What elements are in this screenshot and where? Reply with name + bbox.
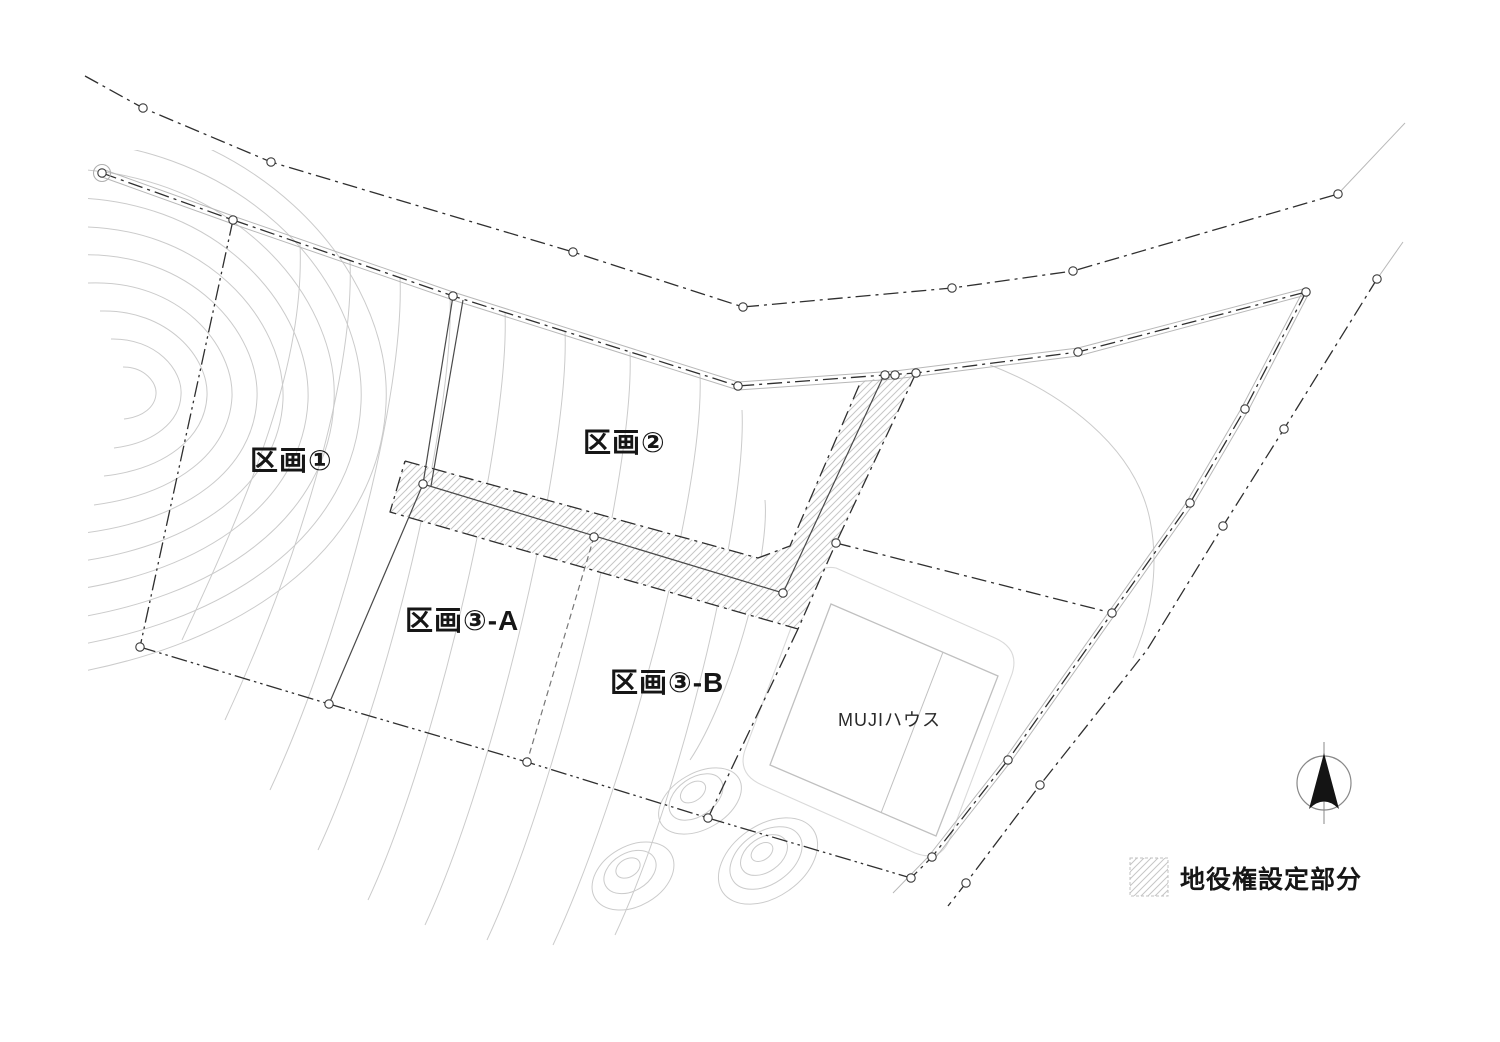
east-road-near-boundary: [910, 291, 1307, 879]
survey-point-markers: [92, 103, 1382, 888]
parcel-2-label: 区画②: [583, 427, 666, 458]
parcel-3b-label: 区画③-B: [610, 667, 724, 698]
north-arrow-icon: [1296, 742, 1352, 824]
building-label: MUJIハウス: [838, 710, 941, 730]
east-parcel-north-boundary: [835, 542, 1113, 614]
parcel1-3a-boundary: [328, 483, 424, 705]
parcel-labels: 区画① 区画② 区画③-A 区画③-B MUJIハウス: [250, 427, 941, 730]
legend-easement-label: 地役権設定部分: [1180, 865, 1362, 894]
north-road-far-boundary: [84, 75, 1339, 308]
parcel3a-3b-boundary: [526, 536, 595, 763]
diagonal-hatch-swatch: [1129, 857, 1169, 897]
parcel1-2-boundary: [422, 295, 454, 485]
boundary-lines: [84, 75, 1378, 907]
west-boundary: [139, 219, 234, 648]
parcel-3a-label: 区画③-A: [405, 605, 519, 636]
legend: 地役権設定部分: [1129, 857, 1362, 897]
road-edges: [101, 122, 1406, 894]
contour-layer: [88, 150, 1155, 946]
easement-hatched-area: [389, 372, 917, 630]
north-road-near-boundary: [101, 172, 1307, 387]
parcel-1-label: 区画①: [250, 445, 333, 476]
east-road-far-boundary: [947, 278, 1378, 907]
parcel2-west-edge: [430, 299, 464, 487]
parcel3b-east-boundary: [707, 628, 799, 819]
